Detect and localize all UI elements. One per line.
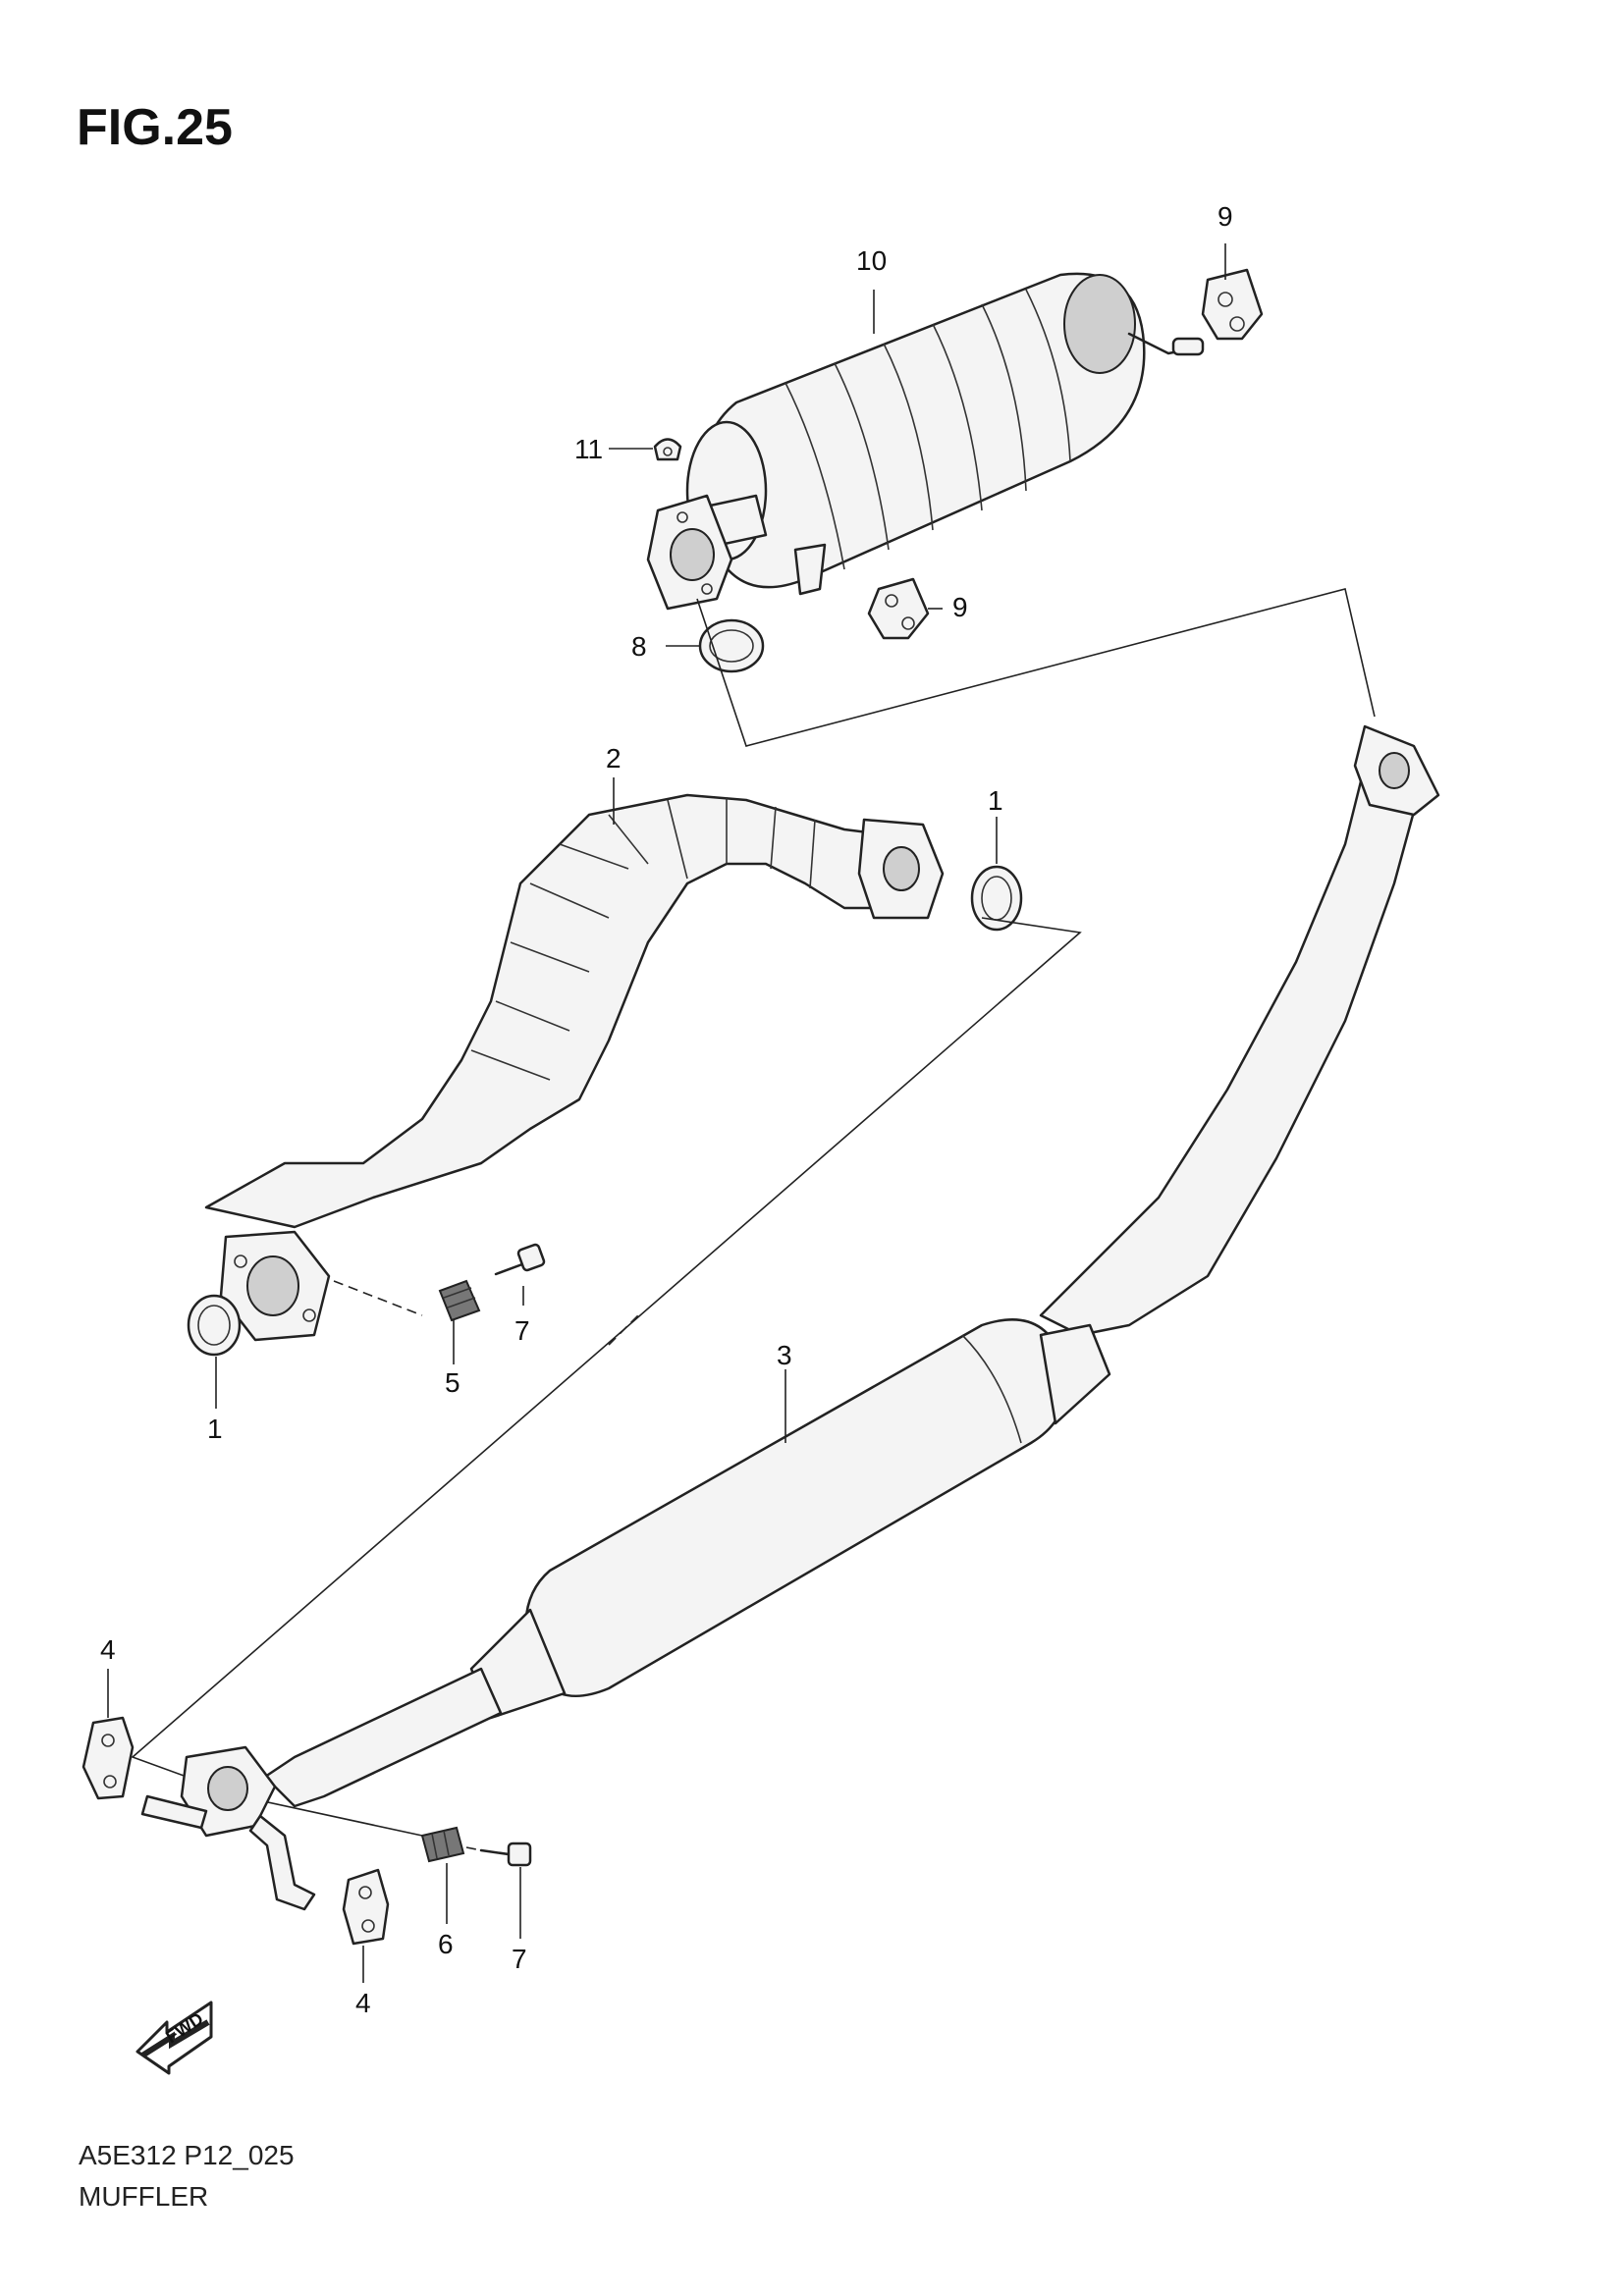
callout-9-lower: 9	[952, 592, 968, 622]
part-4-bracket-upper	[81, 1716, 135, 1800]
callout-8: 8	[631, 631, 647, 662]
part-8-gasket	[698, 618, 765, 673]
part-6-stud-lower	[420, 1826, 465, 1863]
assembly-line-upper	[696, 588, 1376, 747]
part-1-gasket-upper	[970, 865, 1023, 932]
callout-1-upper: 1	[988, 785, 1003, 816]
callout-2: 2	[606, 743, 622, 774]
part-7-bolt-upper	[494, 1243, 546, 1276]
callouts: 10 9 11 9 8 2 1 7 5 1 3 4 6 7 4	[100, 201, 1233, 2018]
dashed-leader-stud	[333, 1280, 423, 1316]
callout-4-upper: 4	[100, 1634, 116, 1665]
part-3-rear-muffler	[140, 724, 1440, 1911]
muffler-inlet-flange	[646, 494, 733, 611]
callout-7-lower: 7	[512, 1944, 527, 1974]
part-1-gasket-lower	[187, 1294, 242, 1357]
part-11-seal	[653, 438, 682, 461]
dashed-leader-lower	[465, 1846, 482, 1851]
part-9-mount-lower	[867, 577, 930, 640]
callout-3: 3	[777, 1340, 792, 1370]
callout-9-upper: 9	[1217, 201, 1233, 232]
callout-1-lower: 1	[207, 1414, 223, 1444]
part-7-bolt-lower	[479, 1842, 532, 1867]
part-9-mount-upper	[1201, 268, 1264, 341]
fwd-arrow-icon: FWD	[135, 2001, 213, 2075]
callout-7-upper: 7	[514, 1315, 530, 1346]
part-10-muffler-body	[672, 272, 1205, 596]
callout-5: 5	[445, 1367, 460, 1398]
callout-4-lower: 4	[355, 1988, 371, 2018]
part-4-bracket-lower	[342, 1868, 390, 1946]
callout-11: 11	[574, 434, 603, 464]
leader-lines	[107, 243, 1226, 1983]
assembly-line-lower	[131, 917, 1082, 1837]
figure-name: MUFFLER	[79, 2181, 209, 2212]
figure-title: FIG.25	[77, 99, 233, 156]
figure-code: A5E312 P12_025	[79, 2140, 295, 2170]
callout-10: 10	[856, 245, 887, 276]
part-2-exhaust-pipe	[204, 793, 945, 1342]
callout-6: 6	[438, 1929, 454, 1959]
part-5-stud-upper	[438, 1279, 481, 1322]
dashed-segment	[608, 1314, 639, 1346]
